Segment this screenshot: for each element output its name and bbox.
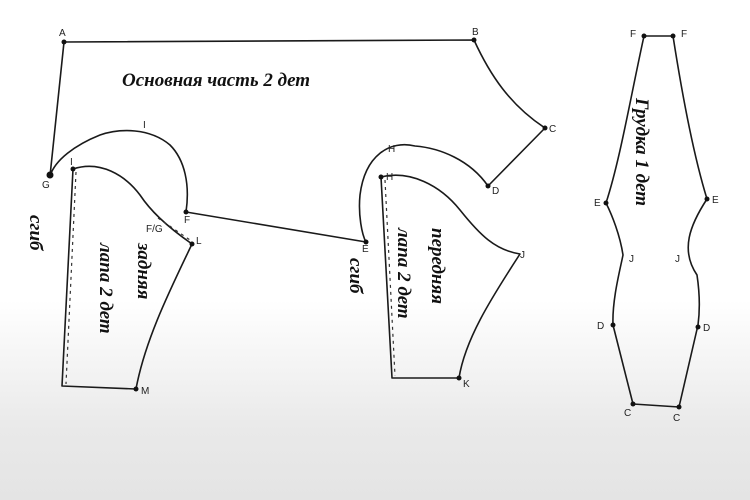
point-e-left [603, 200, 609, 206]
point-m [133, 386, 139, 392]
point-a [61, 39, 67, 45]
point-k [456, 375, 462, 381]
label-a: A [59, 28, 66, 39]
label-i-inner: I [70, 157, 73, 168]
back-flap-title-1: задняя [133, 242, 154, 300]
main-part-piece: A B C D E F G I H Основная часть 2 дет [42, 27, 556, 255]
point-c-right [676, 404, 682, 410]
label-d-right: D [703, 323, 710, 334]
label-k: K [463, 379, 470, 390]
label-e-left: E [594, 198, 601, 209]
label-c-right: C [673, 413, 680, 424]
front-flap-title-2: лапа 2 дет [393, 227, 414, 319]
label-e: E [362, 244, 369, 255]
label-m: M [141, 386, 149, 397]
point-g [46, 171, 54, 179]
point-e-right [704, 196, 710, 202]
point-d-left [610, 322, 616, 328]
point-f [183, 209, 189, 215]
label-h: H [388, 144, 395, 155]
chest-outline [605, 35, 708, 408]
label-g: G [42, 180, 50, 191]
label-b: B [472, 27, 479, 38]
point-e [363, 239, 369, 245]
point-c-left [630, 401, 636, 407]
chest-piece: F F E E J J D D C C Грудка 1 дет [594, 29, 719, 424]
point-h-inner [378, 174, 384, 180]
back-flap-fold-line [65, 171, 77, 385]
label-j-left: J [629, 254, 634, 265]
label-d: D [492, 186, 499, 197]
label-h-inner: H [386, 172, 393, 183]
label-l: L [196, 236, 202, 247]
back-flap-outline [61, 165, 193, 390]
point-f-right [670, 33, 676, 39]
chest-title: Грудка 1 дет [631, 97, 652, 206]
label-c: C [549, 124, 556, 135]
point-b [471, 37, 477, 43]
label-i: I [143, 120, 146, 131]
point-d [485, 183, 491, 189]
point-f-left [641, 33, 647, 39]
front-flap-fold-line [384, 179, 396, 377]
back-flap-piece: I F/G L M сгиб задняя лапа 2 дет [25, 157, 202, 397]
label-j: J [520, 250, 525, 261]
point-d-right [695, 324, 701, 330]
label-j-right: J [675, 254, 680, 265]
label-d-left: D [597, 321, 604, 332]
point-c [542, 125, 548, 131]
front-flap-piece: H J K сгиб передняя лапа 2 дет [345, 172, 525, 390]
point-l [189, 241, 195, 247]
point-i [70, 166, 76, 172]
label-f-right: F [681, 29, 687, 40]
label-f-left: F [630, 29, 636, 40]
label-e-right: E [712, 195, 719, 206]
label-c-left: C [624, 408, 631, 419]
label-fg: F/G [146, 224, 163, 235]
label-f: F [184, 215, 190, 226]
back-flap-title-2: лапа 2 дет [95, 242, 116, 334]
main-part-title: Основная часть 2 дет [122, 70, 310, 91]
back-flap-fold-label: сгиб [25, 215, 46, 252]
front-flap-fold-label: сгиб [345, 258, 366, 295]
front-flap-outline [380, 174, 521, 379]
front-flap-title-1: передняя [427, 228, 448, 304]
